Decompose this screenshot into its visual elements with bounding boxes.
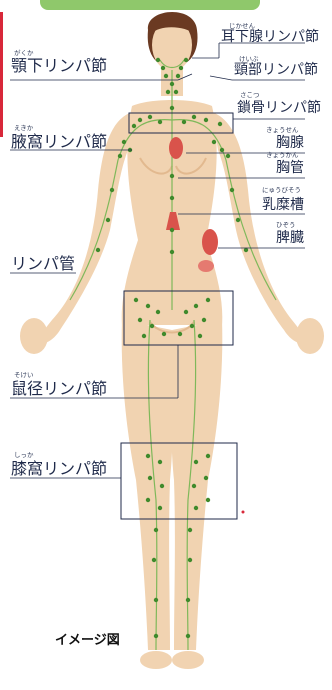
lymph-node-dot xyxy=(220,148,224,152)
lymph-node-dot xyxy=(158,506,162,510)
lymph-node-dot xyxy=(148,115,152,119)
lymph-node-dot xyxy=(134,298,138,302)
lymph-node-dot xyxy=(146,498,150,502)
lymph-node-dot xyxy=(150,324,154,328)
lymph-node-dot xyxy=(170,106,174,110)
lymph-node-dot xyxy=(96,248,100,252)
lymph-node-dot xyxy=(202,318,206,322)
thymus-organ xyxy=(169,137,183,159)
label-kyousen: 胸腺 xyxy=(276,136,304,150)
label-kyoukan-reading: きょうかん xyxy=(266,152,299,159)
left-leg xyxy=(122,320,174,650)
lymph-node-dot xyxy=(118,154,122,158)
lymph-node-dot xyxy=(230,188,234,192)
lymph-node-dot xyxy=(170,228,174,232)
label-ekika-reading: えきか xyxy=(14,125,33,132)
lymph-node-dot xyxy=(162,332,166,336)
left-hand xyxy=(20,318,48,354)
lymph-node-dot xyxy=(188,558,192,562)
right-foot xyxy=(172,651,204,669)
lymph-node-dot xyxy=(212,140,216,144)
lymph-node-dot xyxy=(192,484,196,488)
label-keibu: 頸部リンパ節 xyxy=(234,63,318,77)
lymph-node-dot xyxy=(161,66,165,70)
lymph-node-dot xyxy=(236,218,240,222)
lymph-node-dot xyxy=(132,124,136,128)
lymph-node-dot xyxy=(194,304,198,308)
lymph-node-dot xyxy=(154,634,158,638)
label-sakotsu: 鎖骨リンパ節 xyxy=(237,101,321,115)
label-kyousen-reading: きょうせん xyxy=(266,127,299,134)
lymph-node-dot xyxy=(170,82,174,86)
lymph-node-dot xyxy=(198,334,202,338)
label-nyubisou: 乳糜槽 xyxy=(262,198,304,212)
lymph-node-dot xyxy=(156,58,160,62)
label-shikka-reading: しっか xyxy=(14,452,34,459)
lymph-node-dot xyxy=(146,304,150,308)
lymph-node-dot xyxy=(244,248,248,252)
lymph-node-dot xyxy=(170,250,174,254)
lymph-node-dot xyxy=(186,598,190,602)
right-leg xyxy=(171,320,223,650)
lymph-node-dot xyxy=(194,460,198,464)
kidney-organ xyxy=(198,260,214,272)
label-sokei-reading: そけい xyxy=(14,372,34,379)
lymph-node-dot xyxy=(204,118,208,122)
lymph-node-dot xyxy=(174,90,178,94)
lymph-node-dot xyxy=(154,598,158,602)
right-hand xyxy=(296,318,324,354)
label-sokei: 鼠径リンパ節 xyxy=(11,381,107,397)
lymph-node-dot xyxy=(142,334,146,338)
lymph-node-dot xyxy=(152,558,156,562)
lymph-node-dot xyxy=(190,324,194,328)
lymph-node-dot xyxy=(194,506,198,510)
lymph-node-dot xyxy=(164,74,168,78)
lymph-node-dot xyxy=(192,115,196,119)
lymph-node-dot xyxy=(188,528,192,532)
lymph-node-dot xyxy=(206,298,210,302)
label-gakuka: 顎下リンパ節 xyxy=(11,58,107,74)
lymph-node-dot xyxy=(206,498,210,502)
lymph-node-dot xyxy=(179,66,183,70)
lymph-node-dot xyxy=(122,140,126,144)
label-jikasen: 耳下腺リンパ節 xyxy=(221,30,319,44)
label-hizou: 脾臓 xyxy=(276,231,304,245)
lymph-node-dot xyxy=(158,460,162,464)
lymph-node-dot xyxy=(226,154,230,158)
lymph-node-dot xyxy=(182,120,186,124)
lymph-node-dot xyxy=(154,528,158,532)
lymph-node-dot xyxy=(138,318,142,322)
label-kyoukan: 胸管 xyxy=(276,161,304,175)
lymph-node-dot xyxy=(110,188,114,192)
lymph-node-dot xyxy=(204,476,208,480)
lymph-node-dot xyxy=(176,74,180,78)
label-sakotsu-reading: さこつ xyxy=(240,92,260,99)
label-ekika: 腋窩リンパ節 xyxy=(11,134,107,150)
lymph-node-dot xyxy=(156,310,160,314)
caption: イメージ図 xyxy=(55,634,120,647)
lymph-node-dot xyxy=(106,218,110,222)
lymph-node-dot xyxy=(146,454,150,458)
lymph-node-dot xyxy=(184,310,188,314)
lymph-node-dot xyxy=(160,484,164,488)
lymph-node-dot xyxy=(184,58,188,62)
lymph-node-dot xyxy=(218,122,222,126)
lymph-node-dot xyxy=(170,196,174,200)
lymph-node-dot xyxy=(186,634,190,638)
lymph-node-dot xyxy=(158,120,162,124)
label-nyubisou-reading: にゅうびそう xyxy=(262,187,301,194)
lymph-node-dot xyxy=(138,118,142,122)
lymph-node-dot xyxy=(206,454,210,458)
label-shikka: 膝窩リンパ節 xyxy=(11,461,107,477)
mark-dot xyxy=(242,511,245,514)
spleen-organ xyxy=(202,229,218,255)
lymph-node-dot xyxy=(166,90,170,94)
lymph-node-dot xyxy=(170,174,174,178)
label-hizou-reading: ひぞう xyxy=(276,222,296,229)
left-foot xyxy=(140,651,172,669)
label-rinpakan: リンパ管 xyxy=(11,256,75,272)
lymph-node-dot xyxy=(178,332,182,336)
lymph-node-dot xyxy=(148,476,152,480)
